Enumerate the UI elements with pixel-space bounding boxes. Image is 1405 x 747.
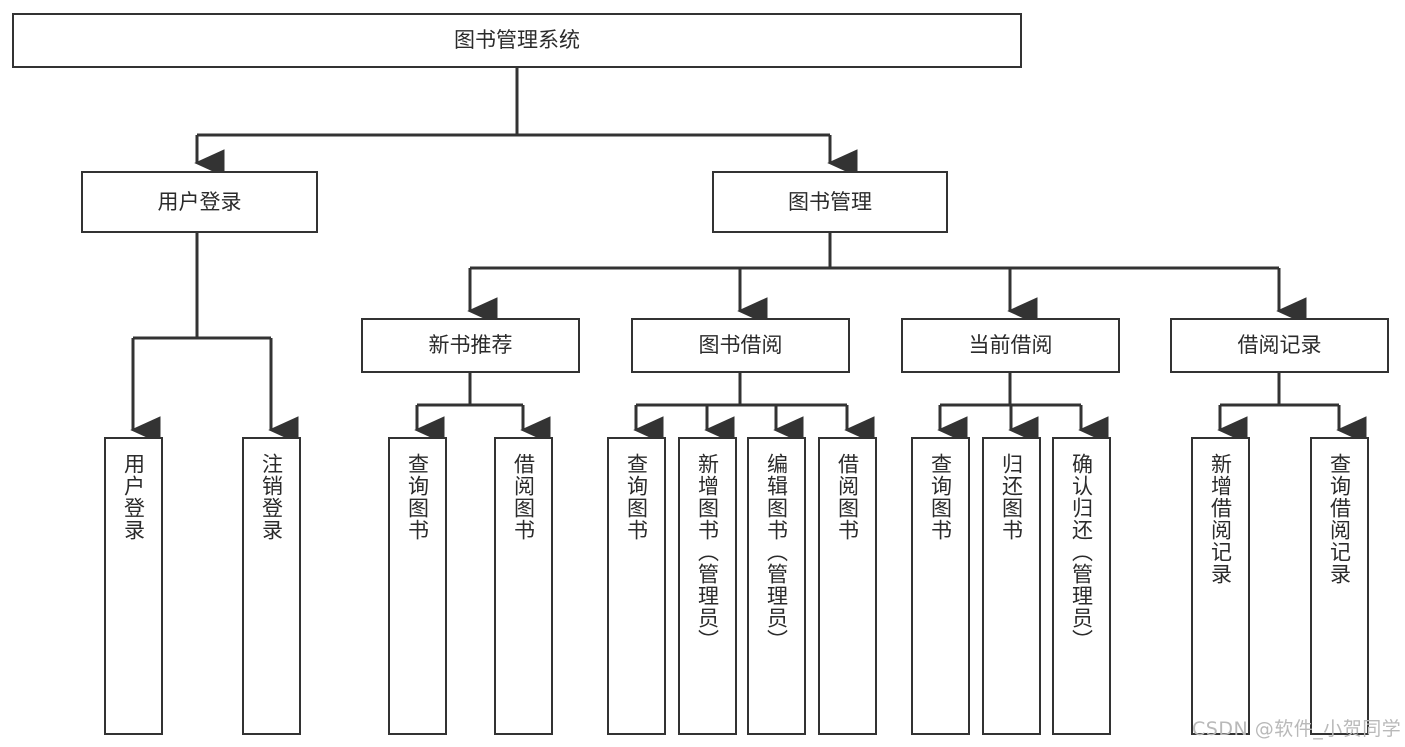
leaf-label: 确认归还（管理员） <box>1069 453 1094 651</box>
node-book-manage-label: 图书管理 <box>788 189 872 214</box>
node-new-book-recommend[interactable]: 新书推荐 <box>361 318 580 373</box>
leaf-book-borrow-query[interactable]: 查询图书 <box>607 437 666 735</box>
leaf-borrow-record-query[interactable]: 查询借阅记录 <box>1310 437 1369 735</box>
leaf-user-login-login[interactable]: 用户登录 <box>104 437 163 735</box>
leaf-borrow-record-add[interactable]: 新增借阅记录 <box>1191 437 1250 735</box>
leaf-label: 借阅图书 <box>835 453 860 541</box>
node-user-login-label: 用户登录 <box>157 189 242 214</box>
leaf-label: 新增借阅记录 <box>1208 453 1233 585</box>
leaf-new-book-query[interactable]: 查询图书 <box>388 437 447 735</box>
leaf-user-login-logout[interactable]: 注销登录 <box>242 437 301 735</box>
node-current-borrow-label: 当前借阅 <box>968 333 1053 358</box>
leaf-label: 查询借阅记录 <box>1327 453 1352 585</box>
node-book-manage[interactable]: 图书管理 <box>712 171 948 233</box>
leaf-book-borrow-borrow[interactable]: 借阅图书 <box>818 437 877 735</box>
leaf-label: 查询图书 <box>624 453 649 541</box>
node-borrow-record-label: 借阅记录 <box>1237 333 1322 358</box>
node-borrow-record[interactable]: 借阅记录 <box>1170 318 1389 373</box>
leaf-book-borrow-edit[interactable]: 编辑图书（管理员） <box>747 437 806 735</box>
node-root-label: 图书管理系统 <box>454 28 580 53</box>
leaf-current-borrow-query[interactable]: 查询图书 <box>911 437 970 735</box>
leaf-label: 借阅图书 <box>511 453 536 541</box>
node-user-login[interactable]: 用户登录 <box>81 171 318 233</box>
leaf-label: 用户登录 <box>121 453 146 541</box>
leaf-label: 新增图书（管理员） <box>695 453 720 651</box>
node-new-book-recommend-label: 新书推荐 <box>428 333 513 358</box>
watermark: CSDN @软件_小贺同学 <box>1192 718 1402 740</box>
leaf-label: 注销登录 <box>259 453 284 541</box>
node-book-borrow[interactable]: 图书借阅 <box>631 318 850 373</box>
leaf-book-borrow-add[interactable]: 新增图书（管理员） <box>678 437 737 735</box>
leaf-label: 查询图书 <box>928 453 953 541</box>
leaf-new-book-borrow[interactable]: 借阅图书 <box>494 437 553 735</box>
node-book-borrow-label: 图书借阅 <box>698 333 783 358</box>
leaf-label: 查询图书 <box>405 453 430 541</box>
node-root[interactable]: 图书管理系统 <box>12 13 1022 68</box>
leaf-current-borrow-return[interactable]: 归还图书 <box>982 437 1041 735</box>
leaf-label: 编辑图书（管理员） <box>764 453 789 651</box>
node-current-borrow[interactable]: 当前借阅 <box>901 318 1120 373</box>
leaf-label: 归还图书 <box>999 453 1024 541</box>
leaf-current-borrow-confirm[interactable]: 确认归还（管理员） <box>1052 437 1111 735</box>
